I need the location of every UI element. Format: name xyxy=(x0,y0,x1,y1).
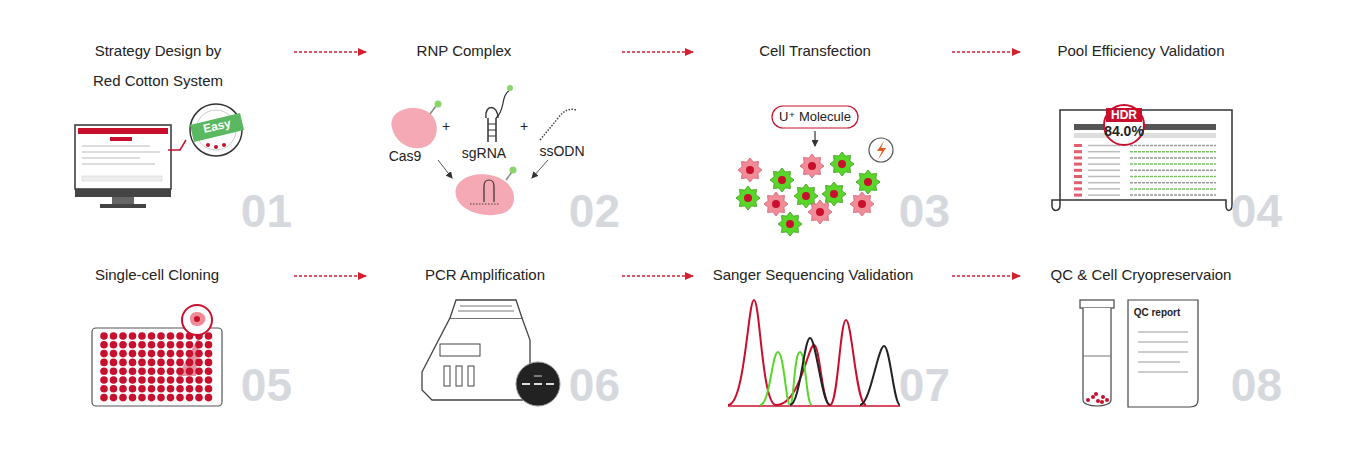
process-step: QC & Cell Cryopreservaion 08 xyxy=(1022,260,1282,412)
flow-arrow xyxy=(294,275,366,276)
step-number: 02 xyxy=(569,188,620,234)
results-document xyxy=(1052,105,1232,210)
process-step: Strategy Design by Red Cotton System01 xyxy=(70,36,292,216)
flow-arrow xyxy=(294,51,366,52)
molecule-label: U⁺ Molecule xyxy=(779,110,851,124)
flow-arrow xyxy=(622,275,693,276)
step-title: Sanger Sequencing Validation xyxy=(713,260,914,290)
easy-badge xyxy=(190,104,244,156)
flow-arrow xyxy=(952,51,1020,52)
process-step: Single-cell Cloning 05 xyxy=(70,260,292,412)
monitor-icon xyxy=(75,125,186,208)
step-number: 06 xyxy=(569,362,620,408)
step-number: 04 xyxy=(1231,188,1282,234)
rna-label: sgRNA xyxy=(462,146,506,161)
pcr-machine xyxy=(422,300,560,406)
step-title: PCR Amplification xyxy=(425,260,545,290)
process-step: Cell Transfection03 xyxy=(695,36,950,216)
flow-arrow xyxy=(622,51,693,52)
step-title: RNP Complex xyxy=(417,36,512,66)
badge-text: HDR xyxy=(1111,109,1137,122)
u-molecule-tag xyxy=(772,106,893,162)
cryo-tube xyxy=(1080,300,1114,406)
cell-cluster xyxy=(736,152,880,236)
efficiency-value: 84.0% xyxy=(1104,124,1144,139)
step-title: Pool Efficiency Validation xyxy=(1057,36,1224,66)
step-number: 01 xyxy=(241,188,292,234)
well-plate xyxy=(92,305,222,406)
step-number: 07 xyxy=(899,362,950,408)
flow-arrow xyxy=(952,275,1020,276)
plus-sign: + xyxy=(442,119,450,134)
donor-label: ssODN xyxy=(539,144,584,159)
process-step: RNP Complex02 xyxy=(368,36,620,216)
process-step: Pool Efficiency Validation04 xyxy=(1022,36,1282,216)
step-title: Single-cell Cloning xyxy=(95,260,219,290)
qc-report xyxy=(1128,300,1198,407)
report-title: QC report xyxy=(1134,307,1181,318)
process-step: Sanger Sequencing Validation 07 xyxy=(695,260,950,412)
step-number: 03 xyxy=(899,188,950,234)
protein-label: Cas9 xyxy=(389,149,422,164)
step-title: Strategy Design by Red Cotton System xyxy=(83,36,233,96)
step-number: 05 xyxy=(241,362,292,408)
step-title: QC & Cell Cryopreservaion xyxy=(1051,260,1232,290)
process-step: PCR Amplification 06 xyxy=(368,260,620,412)
step-title: Cell Transfection xyxy=(759,36,871,66)
chromatogram xyxy=(728,300,900,406)
plus-sign: + xyxy=(520,119,528,134)
step-number: 08 xyxy=(1231,362,1282,408)
